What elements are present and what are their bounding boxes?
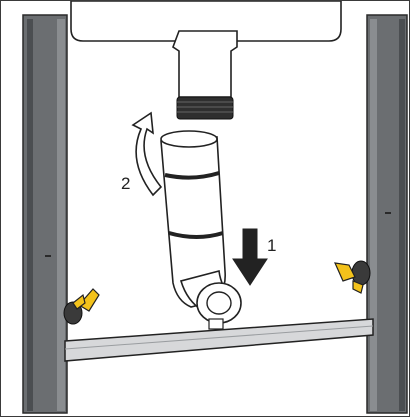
rotate-arrow [131, 111, 163, 197]
right-yellow-clip [334, 260, 371, 294]
left-yellow-clip [63, 288, 100, 325]
step-2-label: 2 [121, 174, 130, 193]
right-frame-post [366, 14, 408, 414]
connector-pipe [160, 130, 242, 330]
left-frame-post [22, 14, 68, 414]
push-down-arrow [232, 228, 268, 286]
cistern-block [70, 1, 342, 42]
upper-pipe [172, 30, 238, 120]
step-1-label: 1 [267, 236, 276, 255]
cross-bar [64, 318, 374, 362]
